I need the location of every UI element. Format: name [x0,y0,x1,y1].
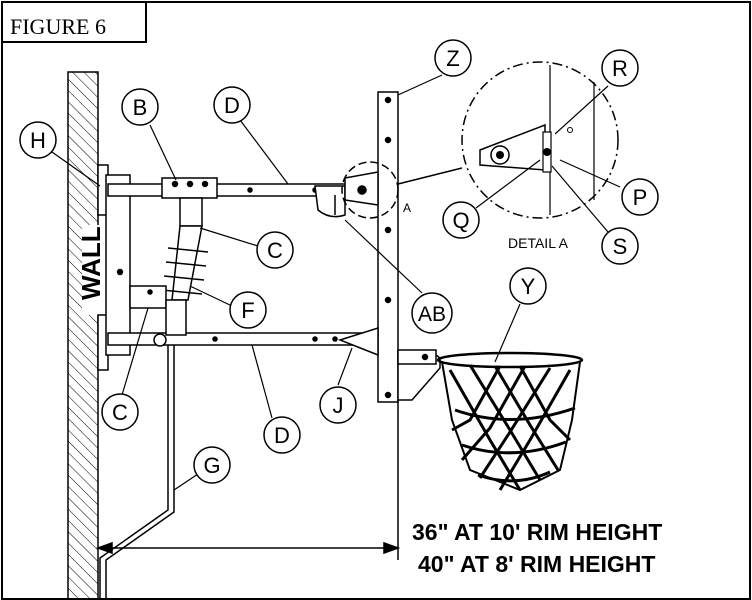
callout-d-bottom: D [263,416,301,454]
figure-title: FIGURE 6 [10,14,106,39]
callout-y-label: Y [521,274,536,299]
callout-b: B [121,88,159,126]
figure-title-box [1,1,147,43]
callout-p-label: P [633,185,648,210]
basketball-net [436,351,584,492]
detail-a-marker: A [341,161,463,219]
callout-h-label: H [30,128,46,153]
callout-s: S [601,227,639,265]
callout-c-top-label: C [267,238,283,263]
callout-h: H [19,121,57,159]
callout-s-label: S [613,234,628,259]
pole-g [99,345,175,600]
callout-g: G [193,446,231,484]
callout-b-label: B [133,95,148,120]
callout-ab: AB [411,292,453,334]
callout-q: Q [442,201,480,239]
callout-j: J [319,386,357,424]
callout-q-label: Q [452,208,469,233]
callout-d-bottom-label: D [274,423,290,448]
detail-label: DETAIL A [508,235,569,251]
callout-p: P [621,178,659,216]
upper-arm [107,177,379,218]
callout-r-label: R [612,56,628,81]
callout-ab-label: AB [418,303,446,326]
callout-d-top-label: D [224,93,240,118]
callout-r: R [601,49,639,87]
callout-c-bottom-label: C [112,400,128,425]
callout-y: Y [509,267,547,305]
detail-a-view: DETAIL A [461,61,619,251]
leader-lines [51,74,621,491]
backboard-plate [337,91,399,403]
dimension-line-1: 36" AT 10' RIM HEIGHT [412,519,662,545]
wall: WALL [67,71,106,600]
dimension-line [95,400,401,560]
callout-c-top: C [256,231,294,269]
detail-marker-label: A [403,201,411,215]
callout-g-label: G [203,453,220,478]
rim-bracket [397,349,441,401]
callout-j-label: J [333,393,344,418]
callout-d-top: D [213,86,251,124]
adjuster-assembly [129,197,209,336]
wall-label: WALL [76,226,106,300]
callout-f: F [229,291,267,329]
callout-z-label: Z [446,46,459,71]
callout-c-bottom: C [101,393,139,431]
dimension-line-2: 40" AT 8' RIM HEIGHT [418,551,655,577]
callout-z: Z [434,39,472,77]
callout-f-label: F [241,298,254,323]
